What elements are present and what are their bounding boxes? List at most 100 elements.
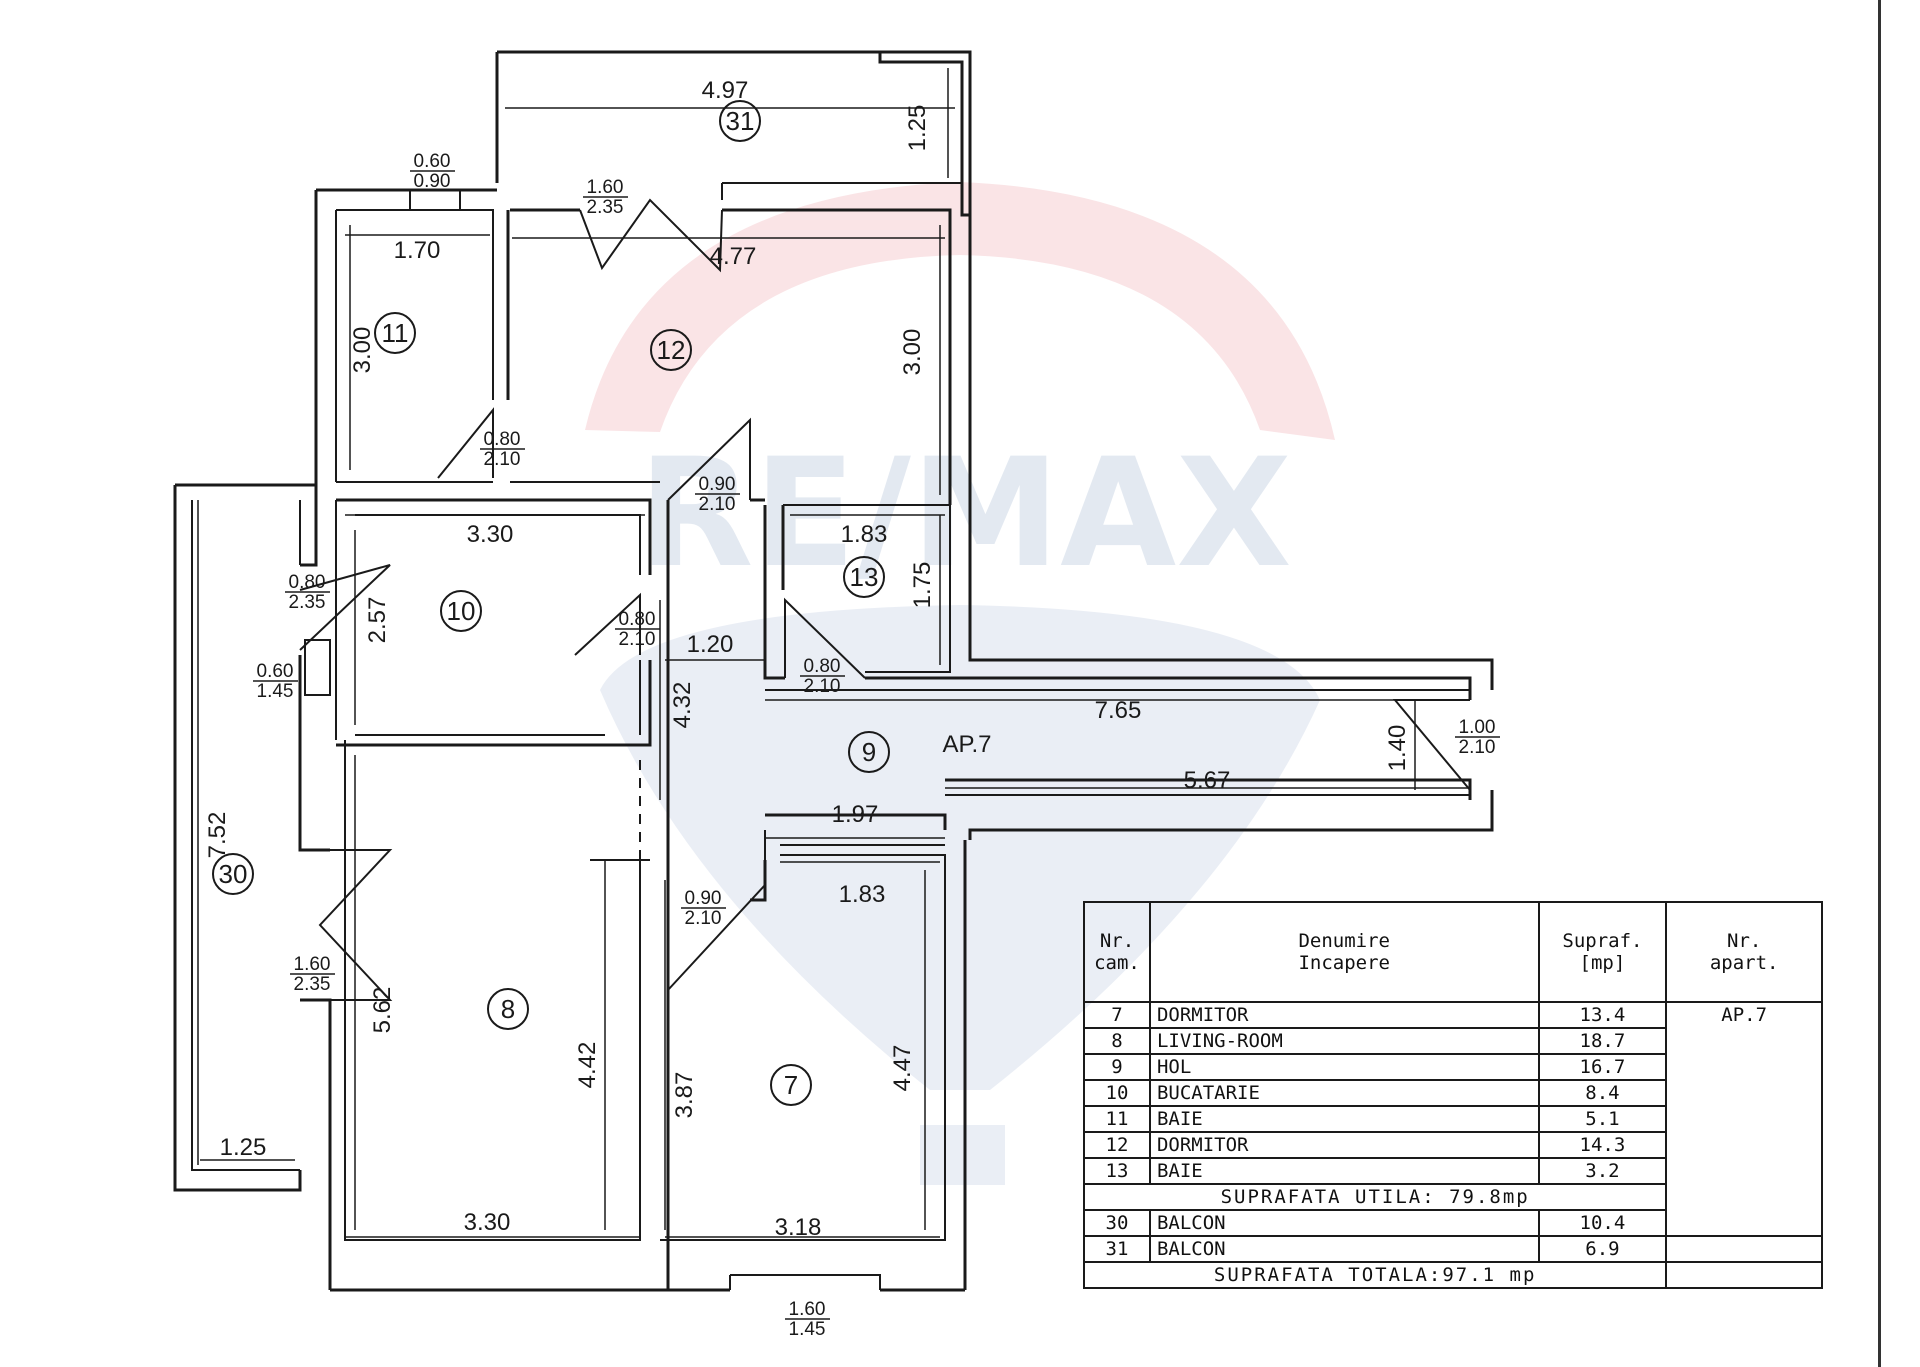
dim-label: 1.75 <box>909 562 936 609</box>
table-row: 31 BALCON 6.9 <box>1083 1235 1823 1263</box>
room-marker-9: 9 <box>848 731 890 773</box>
opening-width: 0.90 <box>699 474 736 495</box>
room-number: 13 <box>850 562 879 592</box>
summary-row-utila: SUPRAFATA UTILA: 79.8mp <box>1082 1183 1822 1211</box>
opening-label: 0.80 2.10 <box>615 609 660 650</box>
opening-width: 0.80 <box>619 609 656 630</box>
opening-width: 1.60 <box>294 954 331 975</box>
opening-height: 1.45 <box>257 681 294 702</box>
opening-label: 0.60 0.90 <box>410 151 455 192</box>
row-area: 6.9 <box>1537 1235 1668 1263</box>
watermark-brand-text: RE/MAX <box>638 427 1292 601</box>
opening-height: 2.10 <box>1459 737 1496 758</box>
table-row: 7 DORMITOR 13.4 AP.7 <box>1083 1001 1823 1237</box>
dim-label: 1.83 <box>841 521 888 548</box>
opening-label: 0.80 2.10 <box>480 429 525 470</box>
dim-label: 1.83 <box>839 881 886 908</box>
suprafata-utila: SUPRAFATA UTILA: 79.8mp <box>1082 1183 1668 1211</box>
opening-width: 0.80 <box>289 572 326 593</box>
dim-label: 2.57 <box>364 597 391 644</box>
dim-label: 1.25 <box>904 105 931 152</box>
opening-label: 1.60 1.45 <box>785 1299 830 1340</box>
opening-width: 1.00 <box>1459 717 1496 738</box>
row-name: DORMITOR <box>1148 1131 1540 1159</box>
table-row: 11 BAIE 5.1 <box>1083 1105 1822 1133</box>
opening-width: 0.60 <box>414 151 451 172</box>
summary-row-totala: SUPRAFATA TOTALA:97.1 mp <box>1082 1261 1823 1289</box>
row-name: LIVING-ROOM <box>1148 1027 1540 1055</box>
apartment-label: AP.7 <box>943 731 992 758</box>
room-number: 31 <box>726 106 755 136</box>
dim-label: 4.47 <box>889 1045 916 1092</box>
opening-label: 1.60 2.35 <box>290 954 335 995</box>
dim-label: 1.40 <box>1384 725 1411 772</box>
opening-width: 0.90 <box>685 888 722 909</box>
opening-label: 0.80 2.10 <box>800 656 845 697</box>
dim-label: 3.87 <box>671 1072 698 1119</box>
dim-label: 1.25 <box>220 1134 267 1161</box>
room-number: 7 <box>784 1070 798 1100</box>
header-nr-cam: Nr. cam. <box>1083 901 1151 1003</box>
room-marker-13: 13 <box>843 556 885 598</box>
header-nr-apart: Nr. apart. <box>1665 901 1823 1003</box>
row-nr: 9 <box>1083 1053 1151 1081</box>
row-name: BUCATARIE <box>1148 1079 1540 1107</box>
room-marker-31: 31 <box>719 100 761 142</box>
opening-height: 0.90 <box>414 171 451 192</box>
suprafata-totala: SUPRAFATA TOTALA:97.1 mp <box>1082 1261 1668 1289</box>
opening-label: 1.00 2.10 <box>1455 717 1500 758</box>
remax-watermark: RE/MAX <box>585 182 1335 1185</box>
opening-width: 0.80 <box>804 656 841 677</box>
legend-header-row: Nr. cam. Denumire Incapere Supraf. [mp] … <box>1083 901 1823 1003</box>
opening-label: 0.90 2.10 <box>695 474 740 515</box>
watermark-balloon-bottom <box>600 605 1320 1090</box>
opening-height: 1.45 <box>789 1319 826 1340</box>
opening-height: 2.10 <box>685 908 722 929</box>
header-denumire: Denumire Incapere <box>1148 901 1540 1003</box>
room-marker-11: 11 <box>374 312 416 354</box>
room-number: 9 <box>862 737 876 767</box>
table-row: 9 HOL 16.7 <box>1083 1053 1822 1081</box>
table-row: 12 DORMITOR 14.3 <box>1083 1131 1822 1159</box>
walls <box>173 50 1494 1292</box>
room-number: 10 <box>447 596 476 626</box>
row-name: HOL <box>1148 1053 1540 1081</box>
room-number: 30 <box>219 859 248 889</box>
row-nr: 8 <box>1083 1027 1151 1055</box>
opening-label: 0.80 2.35 <box>285 572 330 613</box>
dim-label: 3.30 <box>464 1209 511 1236</box>
dim-label: 5.67 <box>1184 767 1231 794</box>
row-nr: 11 <box>1083 1105 1151 1133</box>
row-area: 18.7 <box>1537 1027 1668 1055</box>
opening-height: 2.35 <box>587 197 624 218</box>
page-border <box>1878 0 1881 1367</box>
dimension-lines <box>197 68 1468 1238</box>
row-nr: 12 <box>1083 1131 1151 1159</box>
dim-label: 4.32 <box>669 682 696 729</box>
empty-cell <box>1665 1261 1823 1289</box>
row-name: BAIE <box>1148 1157 1540 1185</box>
watermark-basket <box>920 1125 1005 1185</box>
dim-label: 1.70 <box>394 237 441 264</box>
opening-labels: 0.60 0.90 1.60 2.35 0.80 2.10 0.90 2.10 … <box>253 151 1500 1340</box>
room-marker-12: 12 <box>650 329 692 371</box>
table-row: 10 BUCATARIE 8.4 <box>1083 1079 1822 1107</box>
opening-width: 0.60 <box>257 661 294 682</box>
row-nr: 10 <box>1083 1079 1151 1107</box>
dim-label: 1.97 <box>832 801 879 828</box>
row-name: BALCON <box>1148 1235 1540 1263</box>
dim-label: 3.00 <box>349 327 376 374</box>
room-marker-8: 8 <box>487 988 529 1030</box>
row-name: DORMITOR <box>1148 1001 1540 1029</box>
opening-label: 1.60 2.35 <box>583 177 628 218</box>
room-marker-7: 7 <box>770 1064 812 1106</box>
room-number: 11 <box>382 318 409 348</box>
row-area: 14.3 <box>1537 1131 1668 1159</box>
table-row: 8 LIVING-ROOM 18.7 <box>1083 1027 1822 1055</box>
room-marker-10: 10 <box>440 590 482 632</box>
dim-label: 5.62 <box>369 987 396 1034</box>
dim-label: 3.18 <box>775 1214 822 1241</box>
apart-cell: AP.7 <box>1665 1001 1823 1237</box>
room-marker-30: 30 <box>212 853 254 895</box>
opening-height: 2.10 <box>699 494 736 515</box>
